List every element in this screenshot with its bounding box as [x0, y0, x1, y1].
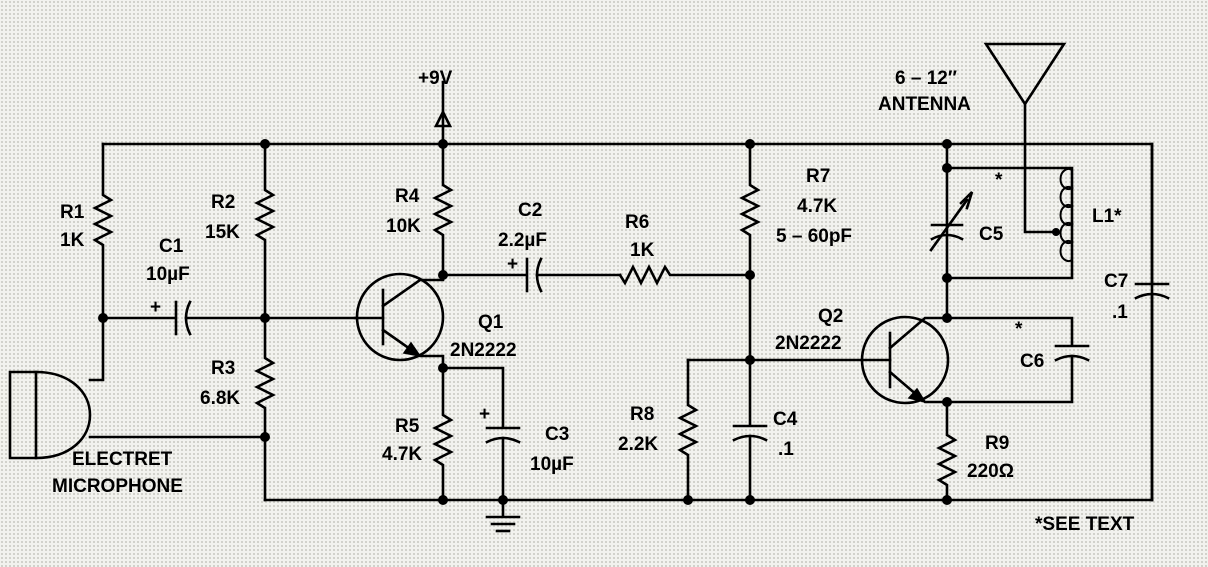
resistor-r4: [432, 142, 454, 274]
r3-ref: R3: [211, 358, 235, 379]
junction-dots: [98, 139, 1060, 505]
c4-ref: C4: [773, 409, 798, 430]
c2-value: 2.2µF: [498, 230, 547, 251]
c3-ref: C3: [545, 424, 569, 445]
r8-value: 2.2K: [618, 434, 658, 455]
r5-ref: R5: [395, 416, 420, 437]
see-text-note: *SEE TEXT: [1035, 514, 1135, 535]
capacitor-c3: [441, 366, 521, 502]
r4-ref: R4: [395, 186, 420, 207]
q2-part: 2N2222: [775, 333, 842, 354]
resistor-r5: [432, 366, 454, 502]
resistor-r7: [739, 142, 761, 362]
r8-ref: R8: [630, 404, 654, 425]
antenna-label: ANTENNA: [878, 94, 971, 115]
resistor-r8: [677, 358, 699, 502]
r1-ref: R1: [60, 202, 85, 223]
antenna-symbol: [983, 42, 1067, 107]
resistor-r1: [92, 142, 114, 320]
r5-value: 4.7K: [382, 444, 422, 465]
l1-ref: L1*: [1092, 206, 1122, 227]
c1-plus: +: [150, 297, 161, 318]
c1-ref: C1: [159, 236, 184, 257]
c1-value: 10µF: [146, 264, 190, 285]
ground-symbol: [485, 498, 521, 533]
antenna-length-label: 6 – 12″: [895, 68, 957, 89]
resistor-r6: [618, 264, 752, 286]
r2-ref: R2: [211, 192, 235, 213]
c5-value: 5 – 60pF: [776, 226, 852, 247]
r6-value: 1K: [630, 240, 655, 261]
resistor-r3: [254, 316, 276, 502]
c3-plus: +: [479, 404, 490, 425]
c3-value: 10µF: [530, 454, 574, 475]
c5-asterisk: *: [995, 170, 1003, 191]
mic-label-line2: MICROPHONE: [52, 476, 183, 497]
transistor-q1: [353, 270, 445, 370]
inductor-l1: [1023, 102, 1074, 262]
transistor-q2: [860, 315, 950, 405]
q1-part: 2N2222: [450, 340, 517, 361]
mic-label-line1: ELECTRET: [72, 449, 173, 470]
electret-microphone: [8, 316, 267, 460]
c4-value: .1: [778, 439, 794, 460]
q2-ref: Q2: [818, 306, 843, 327]
c6-asterisk: *: [1015, 319, 1023, 340]
capacitor-c4: [732, 358, 768, 502]
c6-ref: C6: [1020, 351, 1044, 372]
capacitor-c1: [101, 300, 267, 336]
r3-value: 6.8K: [200, 388, 240, 409]
r4-value: 10K: [386, 216, 421, 237]
resistor-r9: [936, 400, 958, 502]
c7-ref: C7: [1104, 271, 1128, 292]
r9-value: 220Ω: [967, 461, 1014, 482]
r7-value: 4.7K: [797, 196, 837, 217]
capacitor-c7: [1134, 142, 1170, 502]
r2-value: 15K: [205, 222, 240, 243]
c2-plus: +: [507, 254, 518, 275]
capacitor-c2: [441, 257, 622, 293]
r6-ref: R6: [625, 212, 649, 233]
r7-ref: R7: [806, 166, 830, 187]
trimmer-capacitor-c5: [929, 191, 974, 252]
resistor-r2: [254, 142, 276, 320]
c5-ref: C5: [979, 224, 1004, 245]
q1-ref: Q1: [478, 312, 504, 333]
r9-ref: R9: [985, 433, 1009, 454]
c7-value: .1: [1112, 302, 1128, 323]
capacitor-c6: [945, 316, 1090, 404]
c2-ref: C2: [518, 200, 542, 221]
r1-value: 1K: [60, 230, 85, 251]
supply-label: +9V: [418, 68, 453, 89]
